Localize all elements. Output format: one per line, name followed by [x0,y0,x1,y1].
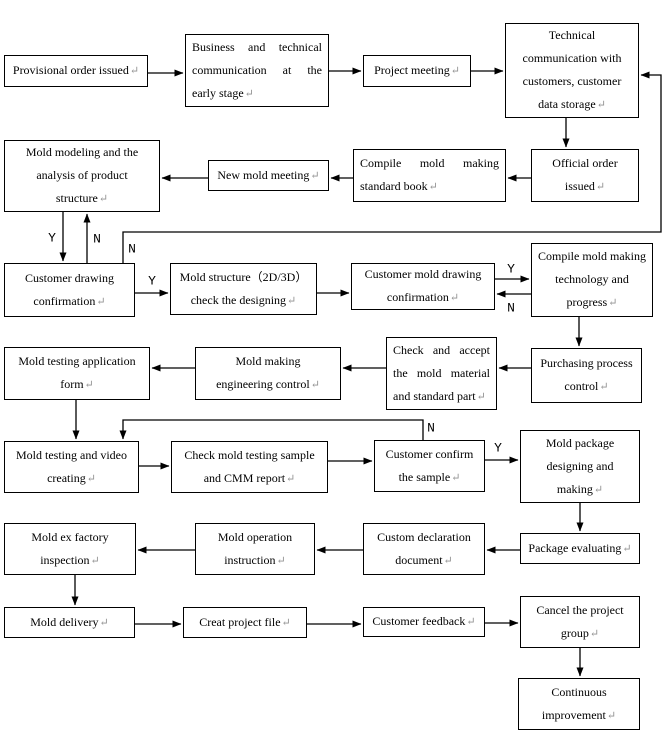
flow-box-customer-confirm-sample: Customer confirm the sample↵ [374,440,485,492]
return-mark: ↵ [450,65,460,77]
box-label: Mold package designing and making [545,435,615,496]
box-label: Mold operation instruction [217,529,293,567]
flow-box-customer-drawing-confirmation: Customer drawing confirmation↵ [4,263,135,317]
return-mark: ↵ [599,381,609,393]
return-mark: ↵ [596,99,606,111]
flow-box-check-mold-testing-sample: Check mold testing sample and CMM report… [171,441,328,493]
flow-box-purchasing-process-control: Purchasing process control↵ [531,348,642,403]
decision-label-yes-drawing-to-structure: Y [147,273,157,289]
box-label: Custom declaration document [377,529,471,567]
return-mark: ↵ [593,483,604,496]
box-label: Package evaluating [528,540,622,555]
return-mark: ↵ [276,554,286,567]
return-mark: ↵ [443,554,453,567]
box-label: Mold testing and video creating [16,447,127,485]
decision-label-yes-modeling-to-drawing: Y [47,230,57,246]
box-label: Mold structure（2D/3D）check the designing [179,269,308,307]
box-label: Technical communication with customers, … [522,28,622,111]
box-label: Compile mold making standard book [360,156,499,193]
flow-box-mold-delivery: Mold delivery↵ [4,607,135,638]
box-label: Provisional order issued [12,63,129,77]
box-label: Creat project file [199,614,281,629]
flow-box-mold-modeling-analysis: Mold modeling and the analysis of produc… [4,140,160,212]
flow-box-new-mold-meeting: New mold meeting↵ [208,160,329,191]
flow-box-mold-testing-video-creating: Mold testing and video creating↵ [4,441,139,493]
flow-box-customer-mold-drawing-confirmation: Customer mold drawing confirmation↵ [351,263,495,310]
return-mark: ↵ [86,472,96,485]
flow-box-custom-declaration-document: Custom declaration document↵ [363,523,485,575]
box-label: Mold making engineering control [216,354,310,391]
flow-box-check-accept-mold-material: Check and accept the mold material and s… [386,337,497,410]
return-mark: ↵ [84,379,94,391]
box-label: Project meeting [374,63,450,77]
box-label: Official order issued [552,156,618,193]
flow-box-official-order-issued: Official order issued↵ [531,149,639,202]
flow-box-package-evaluating: Package evaluating↵ [520,533,640,564]
return-mark: ↵ [96,295,106,308]
decision-label-yes-confirm-to-package: Y [493,440,503,456]
flow-box-mold-package-designing-making: Mold package designing and making↵ [520,430,640,503]
return-mark: ↵ [466,616,476,628]
box-label: Customer confirm the sample [385,446,474,484]
box-label: Mold ex factory inspection [31,529,109,567]
return-mark: ↵ [129,65,140,77]
return-mark: ↵ [244,87,254,100]
box-label: New mold meeting [217,167,310,182]
box-label: Check mold testing sample and CMM report [184,447,315,485]
return-mark: ↵ [608,297,618,309]
flow-box-mold-ex-factory-inspection: Mold ex factory inspection↵ [4,523,136,575]
box-label: Continuous improvement [541,684,607,722]
flow-box-mold-testing-application-form: Mold testing application form↵ [4,347,150,400]
return-mark: ↵ [286,472,296,485]
flow-box-mold-structure-check-designing: Mold structure（2D/3D）check the designing… [170,263,317,315]
box-label: Mold modeling and the analysis of produc… [25,145,139,205]
flow-box-compile-technology-progress: Compile mold making technology and progr… [531,243,653,317]
flow-box-provisional-order-issued: Provisional order issued↵ [4,55,148,87]
box-label: Customer feedback [372,614,466,628]
return-mark: ↵ [428,181,438,193]
return-mark: ↵ [287,294,297,307]
flow-box-project-meeting: Project meeting↵ [363,55,471,87]
box-label: Mold delivery [30,614,99,629]
box-label: Purchasing process control [540,356,633,393]
return-mark: ↵ [281,616,291,629]
return-mark: ↵ [606,709,617,722]
box-label: Customer mold drawing confirmation [364,267,482,304]
return-mark: ↵ [310,169,320,182]
return-mark: ↵ [622,542,632,555]
return-mark: ↵ [595,181,606,193]
return-mark: ↵ [99,616,109,629]
flow-box-mold-making-engineering-control: Mold making engineering control↵ [195,347,341,400]
decision-label-no-technology-to-mold-drawing: N [506,300,516,316]
return-mark: ↵ [476,390,486,403]
flow-box-continuous-improvement: Continuous improvement↵ [518,678,640,730]
box-label: Cancel the project group [536,602,624,640]
arrow-customer-confirm-to-testing-video-no [119,419,424,440]
flow-box-customer-feedback: Customer feedback↵ [363,607,485,637]
return-mark: ↵ [98,193,109,205]
arrow-customer-drawing-to-technical-comm-no [122,71,662,263]
flow-box-technical-communication-customers: Technical communication with customers, … [505,23,639,118]
box-label: Check and accept the mold material and s… [393,342,490,403]
return-mark: ↵ [589,627,600,640]
return-mark: ↵ [449,292,460,304]
return-mark: ↵ [310,379,320,391]
decision-label-yes-mold-drawing-to-technology: Y [506,261,516,277]
box-label: Customer drawing confirmation [25,270,114,308]
decision-label-no-confirm-to-testing-video: N [426,420,436,436]
box-label: Business and technical communication at … [192,39,322,100]
return-mark: ↵ [451,471,461,484]
flow-box-business-technical-communication: Business and technical communication at … [185,34,329,107]
return-mark: ↵ [90,554,100,567]
decision-label-no-drawing-to-technical-comm: N [127,241,137,257]
flow-box-mold-operation-instruction: Mold operation instruction↵ [195,523,315,575]
flow-box-compile-standard-book: Compile mold making standard book↵ [353,149,506,202]
flow-box-creat-project-file: Creat project file↵ [183,607,307,638]
box-label: Mold testing application form [18,354,136,391]
decision-label-no-drawing-to-modeling: N [92,231,102,247]
flow-box-cancel-project-group: Cancel the project group↵ [520,596,640,648]
box-label: Compile mold making technology and progr… [538,249,646,309]
